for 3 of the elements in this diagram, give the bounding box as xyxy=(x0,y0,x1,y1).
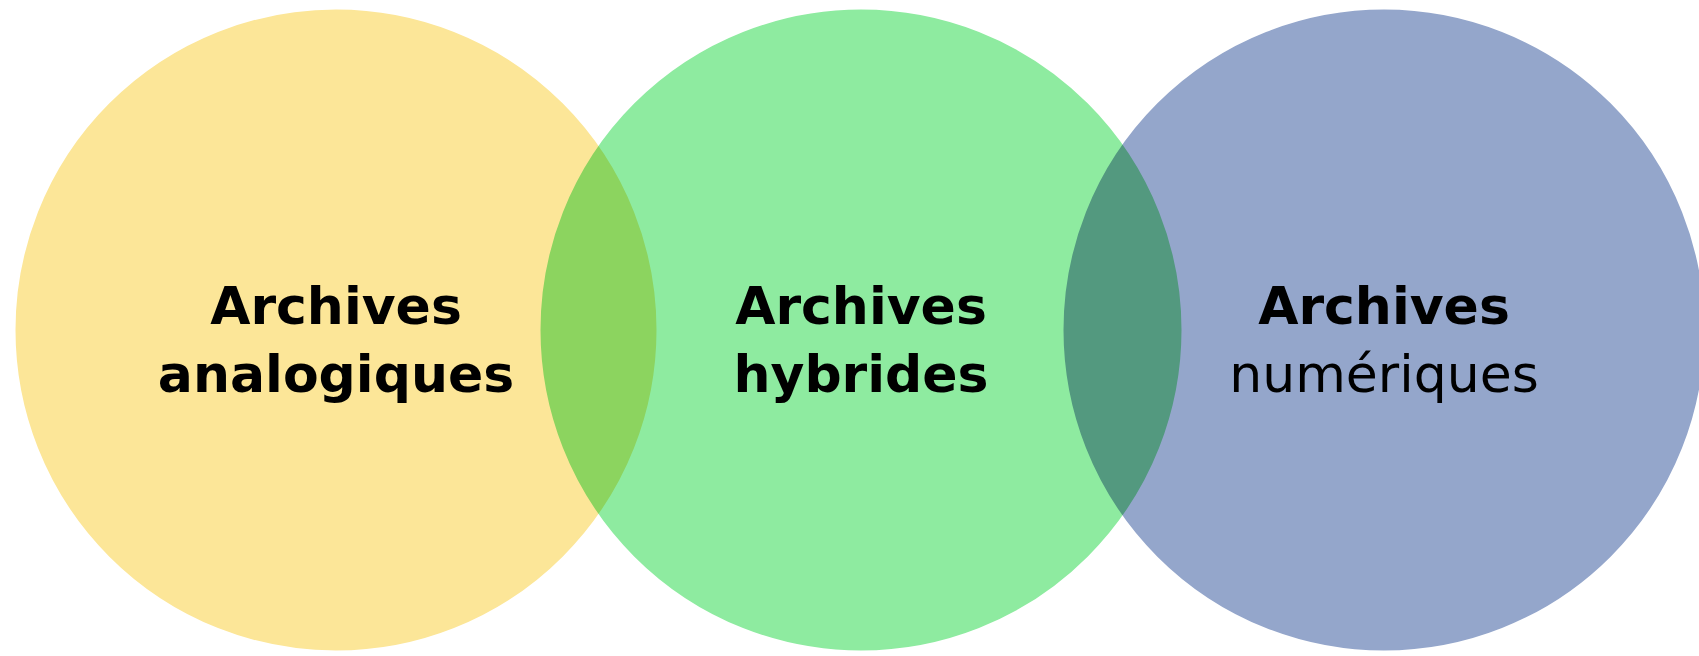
circle-label: Archives numériques xyxy=(1228,275,1540,406)
circle-label: Archives hybrides xyxy=(732,275,990,406)
circle-label: Archives analogiques xyxy=(156,275,516,406)
